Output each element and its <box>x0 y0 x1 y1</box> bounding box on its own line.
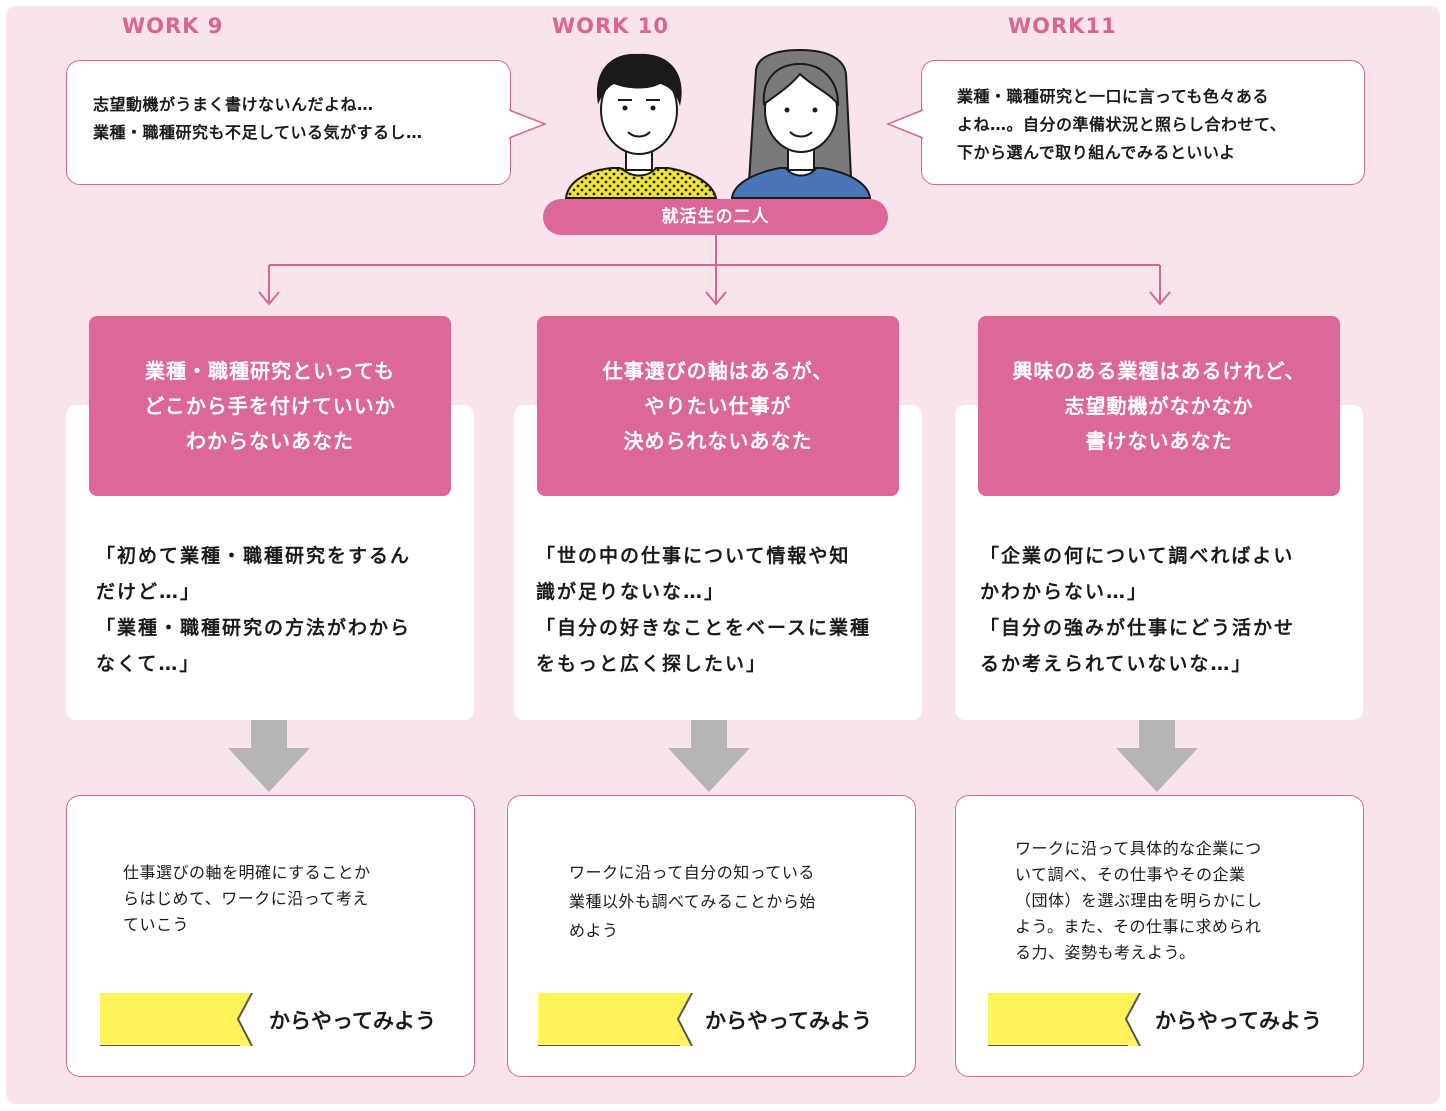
scenario-heading-1: 業種・職種研究といっても どこから手を付けていいか わからないあなた <box>89 316 451 496</box>
quote-2-line-2: 識が足りないな…」 <box>536 581 726 603</box>
heading-1-line-3: わからないあなた <box>186 429 354 453</box>
heading-2-line-1: 仕事選びの軸はあるが、 <box>602 359 834 383</box>
quote-3-line-4: るか考えられていないな…」 <box>980 653 1253 675</box>
cta-text-3: からやってみよう <box>1155 1009 1322 1033</box>
result-2-line-3: めよう <box>569 921 619 940</box>
speech-left-line-1: 志望動機がうまく書けないんだよね… <box>93 95 374 114</box>
work-label-1[interactable]: WORK 9 <box>122 14 224 38</box>
quote-3-line-1: 「企業の何について調べればよい <box>980 545 1295 567</box>
quote-1-line-3: 「業種・職種研究の方法がわから <box>96 617 412 639</box>
speech-right-line-3: 下から選んで取り組んでみるといいよ <box>957 143 1236 162</box>
arrow-down-icon <box>1116 720 1198 792</box>
speech-tail-right <box>885 109 924 139</box>
result-2-line-2: 業種以外も調べてみることから始 <box>569 892 816 911</box>
scenario-quote-3: 「企業の何について調べればよい かわからない…」 「自分の強みが仕事にどう活かせ… <box>980 538 1295 682</box>
work-label-2[interactable]: WORK 10 <box>552 14 669 38</box>
result-2-line-1: ワークに沿って自分の知っている <box>569 863 815 882</box>
result-3-line-5: る力、姿勢も考えよう。 <box>1015 943 1196 962</box>
quote-2-line-3: 「自分の好きなことをベースに業種 <box>536 617 872 639</box>
quote-2-line-4: をもっと広く探したい」 <box>536 653 768 675</box>
scenario-quote-2: 「世の中の仕事について情報や知 識が足りないな…」 「自分の好きなことをベースに… <box>536 538 871 682</box>
male-student-illustration <box>564 53 718 199</box>
speech-right-line-2: よね…。自分の準備状況と照らし合わせて、 <box>957 115 1287 134</box>
scenario-heading-3: 興味のある業種はあるけれど、 志望動機がなかなか 書けないあなた <box>978 316 1340 496</box>
result-text-3: ワークに沿って具体的な企業につ いて調べ、その仕事やその企業 （団体）を選ぶ理由… <box>1015 836 1263 966</box>
heading-3-line-2: 志望動機がなかなか <box>1064 394 1254 418</box>
quote-3-line-2: かわからない…」 <box>980 581 1149 603</box>
heading-3-line-1: 興味のある業種はあるけれど、 <box>1012 359 1306 383</box>
heading-2-line-2: やりたい仕事が <box>644 394 792 418</box>
speech-tail-left <box>508 109 548 139</box>
female-student-illustration <box>730 48 872 199</box>
result-3-line-4: よう。また、その仕事に求められ <box>1015 917 1262 936</box>
quote-1-line-1: 「初めて業種・職種研究をするん <box>96 545 412 567</box>
center-label: 就活生の二人 <box>543 199 888 235</box>
speech-right-line-1: 業種・職種研究と一口に言っても色々ある <box>957 87 1269 106</box>
work-tag-2 <box>538 993 693 1046</box>
arrow-down-icon <box>668 720 750 792</box>
heading-1-line-1: 業種・職種研究といっても <box>145 359 395 383</box>
result-3-line-3: （団体）を選ぶ理由を明らかにし <box>1015 891 1263 910</box>
quote-1-line-4: なくて…」 <box>96 653 201 675</box>
cta-text-1: からやってみよう <box>269 1009 436 1033</box>
result-text-1: 仕事選びの軸を明確にすることか らはじめて、ワークに沿って考え ていこう <box>123 860 371 938</box>
quote-2-line-1: 「世の中の仕事について情報や知 <box>536 545 851 567</box>
work-tag-1 <box>100 993 253 1046</box>
work-tag-3 <box>988 993 1141 1046</box>
arrow-down-icon <box>228 720 310 792</box>
quote-3-line-3: 「自分の強みが仕事にどう活かせ <box>980 617 1296 639</box>
result-text-2: ワークに沿って自分の知っている 業種以外も調べてみることから始 めよう <box>569 858 816 945</box>
result-3-line-2: いて調べ、その仕事やその企業 <box>1015 865 1246 884</box>
result-3-line-1: ワークに沿って具体的な企業につ <box>1015 839 1262 858</box>
scenario-quote-1: 「初めて業種・職種研究をするん だけど…」 「業種・職種研究の方法がわから なく… <box>96 538 411 682</box>
heading-1-line-2: どこから手を付けていいか <box>144 394 396 418</box>
speech-bubble-right: 業種・職種研究と一口に言っても色々ある よね…。自分の準備状況と照らし合わせて、… <box>921 60 1365 185</box>
branch-connectors <box>258 235 1171 306</box>
result-1-line-3: ていこう <box>123 915 190 934</box>
speech-bubble-left: 志望動機がうまく書けないんだよね… 業種・職種研究も不足している気がするし… <box>66 60 511 185</box>
quote-1-line-2: だけど…」 <box>96 581 202 603</box>
scenario-heading-2: 仕事選びの軸はあるが、 やりたい仕事が 決められないあなた <box>537 316 899 496</box>
work-label-3[interactable]: WORK11 <box>1008 14 1117 38</box>
result-1-line-2: らはじめて、ワークに沿って考え <box>123 889 369 908</box>
speech-left-line-2: 業種・職種研究も不足している気がするし… <box>93 123 423 142</box>
cta-text-2: からやってみよう <box>705 1009 872 1033</box>
result-1-line-1: 仕事選びの軸を明確にすることか <box>123 863 371 882</box>
heading-3-line-3: 書けないあなた <box>1085 429 1233 453</box>
heading-2-line-3: 決められないあなた <box>623 429 813 453</box>
